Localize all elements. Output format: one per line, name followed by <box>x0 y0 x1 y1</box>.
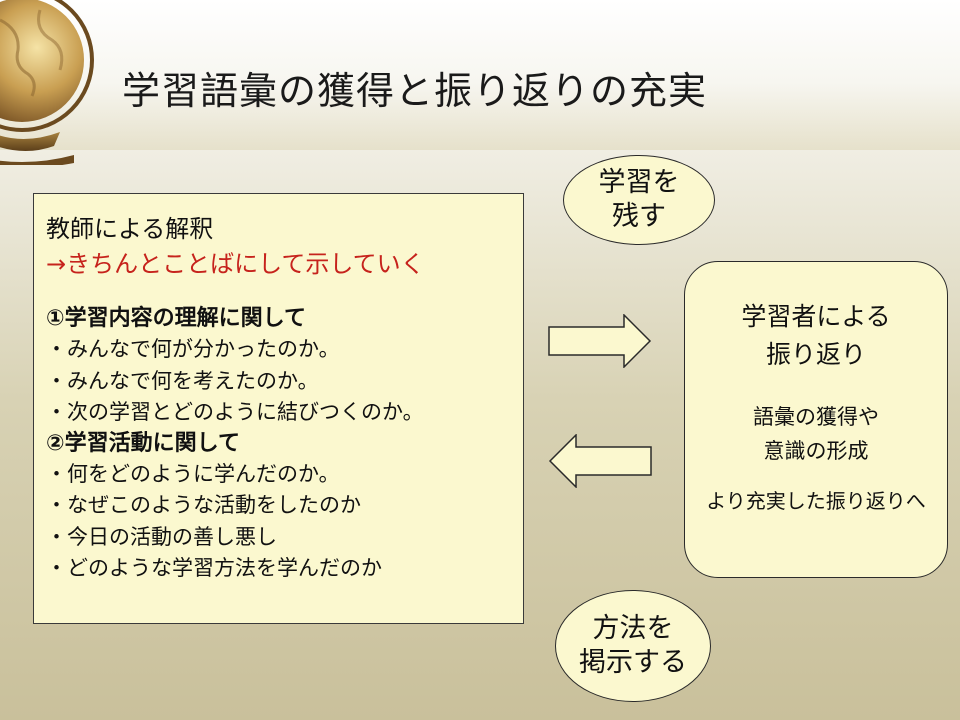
teacher-interpretation-box: 教師による解釈 →きちんとことばにして示していく ①学習内容の理解に関して ・み… <box>33 193 524 624</box>
slide-title: 学習語彙の獲得と振り返りの充実 <box>122 69 708 113</box>
arrow-left-icon <box>548 434 652 488</box>
right-box-middle-line: 意識の形成 <box>763 439 869 463</box>
list-item: ・みんなで何が分かったのか。 <box>46 337 340 361</box>
left-box-highlight: →きちんとことばにして示していく <box>46 250 425 278</box>
list-item: ・みんなで何を考えたのか。 <box>46 368 319 393</box>
list-item: ・次の学習とどのように結びつくのか。 <box>46 400 424 424</box>
list-item: ・何をどのように学んだのか。 <box>46 461 340 486</box>
list-item: ・今日の活動の善し悪し <box>46 524 277 549</box>
ellipse-bottom-line: 掲示する <box>579 647 687 678</box>
learner-reflection-box: 学習者による 振り返り 語彙の獲得や 意識の形成 より充実した振り返りへ <box>684 261 948 578</box>
list-item: ・どのような学習方法を学んだのか <box>46 556 382 580</box>
globe-icon <box>0 0 94 165</box>
right-box-middle-line: 語彙の獲得や <box>753 405 879 429</box>
ellipse-post-method: 方法を 掲示する <box>555 590 711 702</box>
arrow-right-icon <box>548 314 652 368</box>
ellipse-bottom-line: 方法を <box>592 613 674 644</box>
right-box-heading-line: 振り返り <box>765 340 866 369</box>
left-box-heading: 教師による解釈 <box>46 215 214 243</box>
list-item: ・なぜこのような活動をしたのか <box>46 493 361 517</box>
ellipse-top-line: 学習を <box>598 167 680 198</box>
section-title-activity: ②学習活動に関して <box>46 430 240 456</box>
header-band <box>0 0 960 150</box>
right-box-footer: より充実した振り返りへ <box>706 489 926 513</box>
section-title-content: ①学習内容の理解に関して <box>46 306 306 331</box>
ellipse-keep-learning: 学習を 残す <box>563 155 715 245</box>
right-box-heading-line: 学習者による <box>741 302 891 331</box>
ellipse-top-line: 残す <box>612 201 666 232</box>
